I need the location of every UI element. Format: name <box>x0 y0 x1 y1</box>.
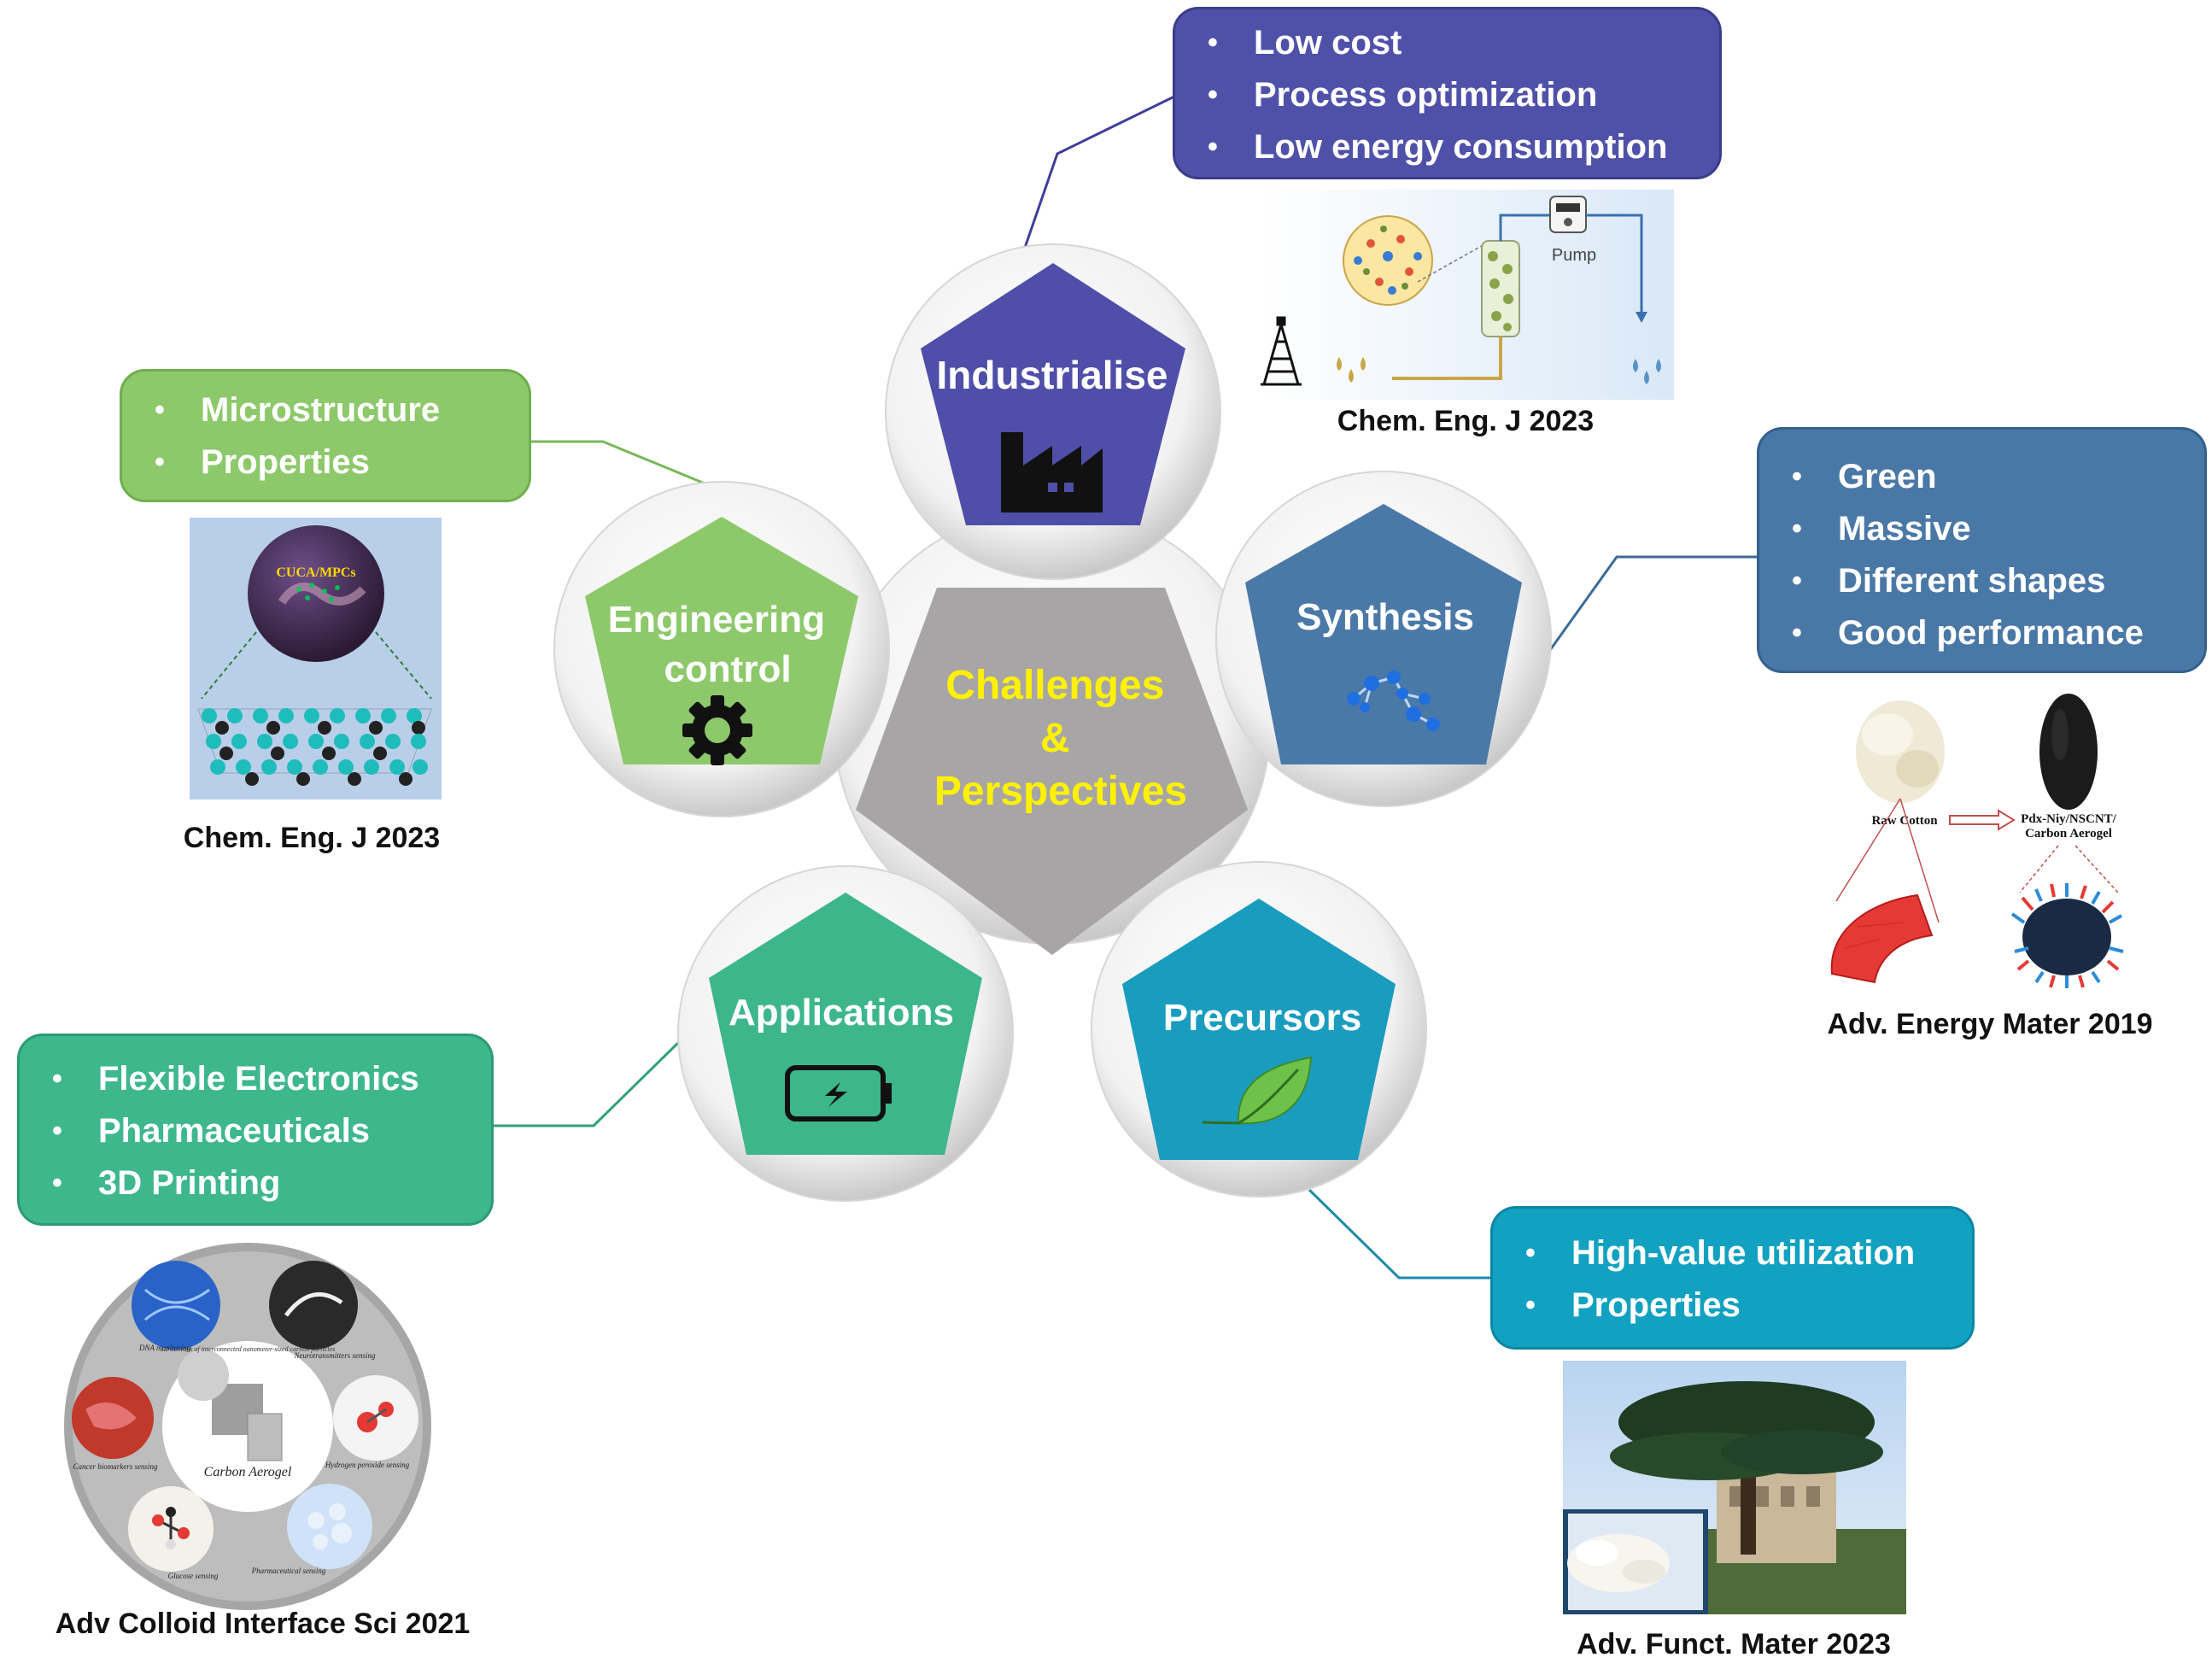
battery-icon <box>785 1065 892 1122</box>
caption-precursors: Adv. Funct. Mater 2023 <box>1577 1628 1891 1660</box>
center-pentagon <box>856 588 1248 955</box>
bullet-flexible-electronics: Flexible Electronics <box>20 1053 491 1105</box>
connector-precursors <box>1308 1188 1491 1280</box>
bullet-high-value: High-value utilization <box>1493 1227 1972 1280</box>
sensing-label-cancer: Cancer biomarkers sensing <box>73 1462 158 1471</box>
aerogel-center-label: Carbon Aerogel <box>204 1465 292 1479</box>
bullet-green: Green <box>1759 451 2204 503</box>
label-applications: Applications <box>729 992 954 1034</box>
node-precursors[interactable]: Precursors <box>1122 899 1396 1160</box>
pentagon-applications <box>709 893 982 1155</box>
bullet-good-performance: Good performance <box>1759 607 2204 659</box>
node-engineering[interactable]: Engineering control <box>585 517 858 765</box>
connector-lines <box>494 95 1758 1280</box>
image-cuca-lattice: CUCA/MPCs <box>190 518 442 799</box>
image-pump-diagram: Pump <box>1257 190 1674 400</box>
center-title: Challenges & Perspectives <box>934 663 1187 814</box>
bullet-3d-printing: 3D Printing <box>20 1157 491 1209</box>
box-precursors: High-value utilization Properties <box>1490 1206 1975 1350</box>
bullet-low-energy: Low energy consumption <box>1175 121 1719 173</box>
node-industrialise[interactable]: Industrialise <box>921 263 1185 525</box>
caption-engineering: Chem. Eng. J 2023 <box>183 822 441 854</box>
bullet-different-shapes: Different shapes <box>1759 555 2204 607</box>
sensing-label-h2o2: Hydrogen peroxide sensing <box>325 1461 410 1469</box>
aerogel-network-label: 3D network of interconnected nanometer-s… <box>160 1345 335 1353</box>
pump-label: Pump <box>1552 246 1596 265</box>
connector-industrialise <box>1023 95 1175 249</box>
image-tree-photo <box>1563 1361 1906 1614</box>
label-synthesis: Synthesis <box>1296 596 1474 638</box>
sensing-label-neuro: Neurotransmitters sensing <box>294 1351 376 1360</box>
label-industrialise: Industrialise <box>937 353 1168 397</box>
node-applications[interactable]: Applications <box>709 893 982 1155</box>
bullet-microstructure: Microstructure <box>122 384 529 436</box>
caption-applications: Adv Colloid Interface Sci 2021 <box>55 1608 471 1640</box>
image-sensing-wheel: Carbon Aerogel 3D network of interconnec… <box>64 1243 431 1610</box>
label-precursors: Precursors <box>1163 997 1361 1039</box>
bullet-low-cost: Low cost <box>1175 17 1719 69</box>
caption-synthesis: Adv. Energy Mater 2019 <box>1827 1008 2153 1040</box>
bullet-properties-precursors: Properties <box>1493 1280 1972 1332</box>
oil-derrick-icon <box>1261 316 1302 386</box>
image-cotton-aerogel: Raw Cotton Pdx-Niy/NSCNT/ Carbon Aerogel <box>1830 694 2124 988</box>
sensing-label-dna: DNA monitoring <box>138 1344 191 1352</box>
cuca-label: CUCA/MPCs <box>276 565 355 580</box>
molecule-atoms <box>1347 671 1440 731</box>
box-engineering: Microstructure Properties <box>120 369 531 502</box>
gear-icon <box>682 695 752 765</box>
factory-icon <box>1001 432 1103 512</box>
bullet-properties-engineering: Properties <box>122 436 529 489</box>
sensing-label-pharma: Pharmaceutical sensing <box>251 1567 326 1575</box>
sensing-label-glucose: Glucose sensing <box>168 1572 219 1580</box>
lattice-atoms <box>202 708 428 786</box>
pentagon-engineering <box>585 517 858 764</box>
caption-industrialise: Chem. Eng. J 2023 <box>1337 405 1595 437</box>
bullet-process-optimization: Process optimization <box>1175 69 1719 121</box>
connector-synthesis <box>1540 555 1758 663</box>
node-synthesis[interactable]: Synthesis <box>1245 504 1522 764</box>
raw-cotton-label: Raw Cotton <box>1871 814 1938 828</box>
box-applications: Flexible Electronics Pharmaceuticals 3D … <box>17 1034 494 1226</box>
bullet-massive: Massive <box>1759 503 2204 555</box>
bullet-pharmaceuticals: Pharmaceuticals <box>20 1105 491 1157</box>
box-synthesis: Green Massive Different shapes Good perf… <box>1757 427 2207 673</box>
aerogel-label-1: Pdx-Niy/NSCNT/ <box>2021 812 2117 826</box>
pentagon-industrialise <box>921 263 1185 525</box>
aerogel-label-2: Carbon Aerogel <box>2025 827 2112 840</box>
pentagon-synthesis <box>1245 504 1522 764</box>
connector-applications <box>494 1036 685 1127</box>
pentagon-precursors <box>1122 899 1396 1160</box>
connector-engineering <box>531 440 720 491</box>
label-engineering: Engineering control <box>608 599 835 690</box>
box-industrialise: Low cost Process optimization Low energy… <box>1173 7 1722 179</box>
leaf-icon <box>1202 1056 1313 1125</box>
